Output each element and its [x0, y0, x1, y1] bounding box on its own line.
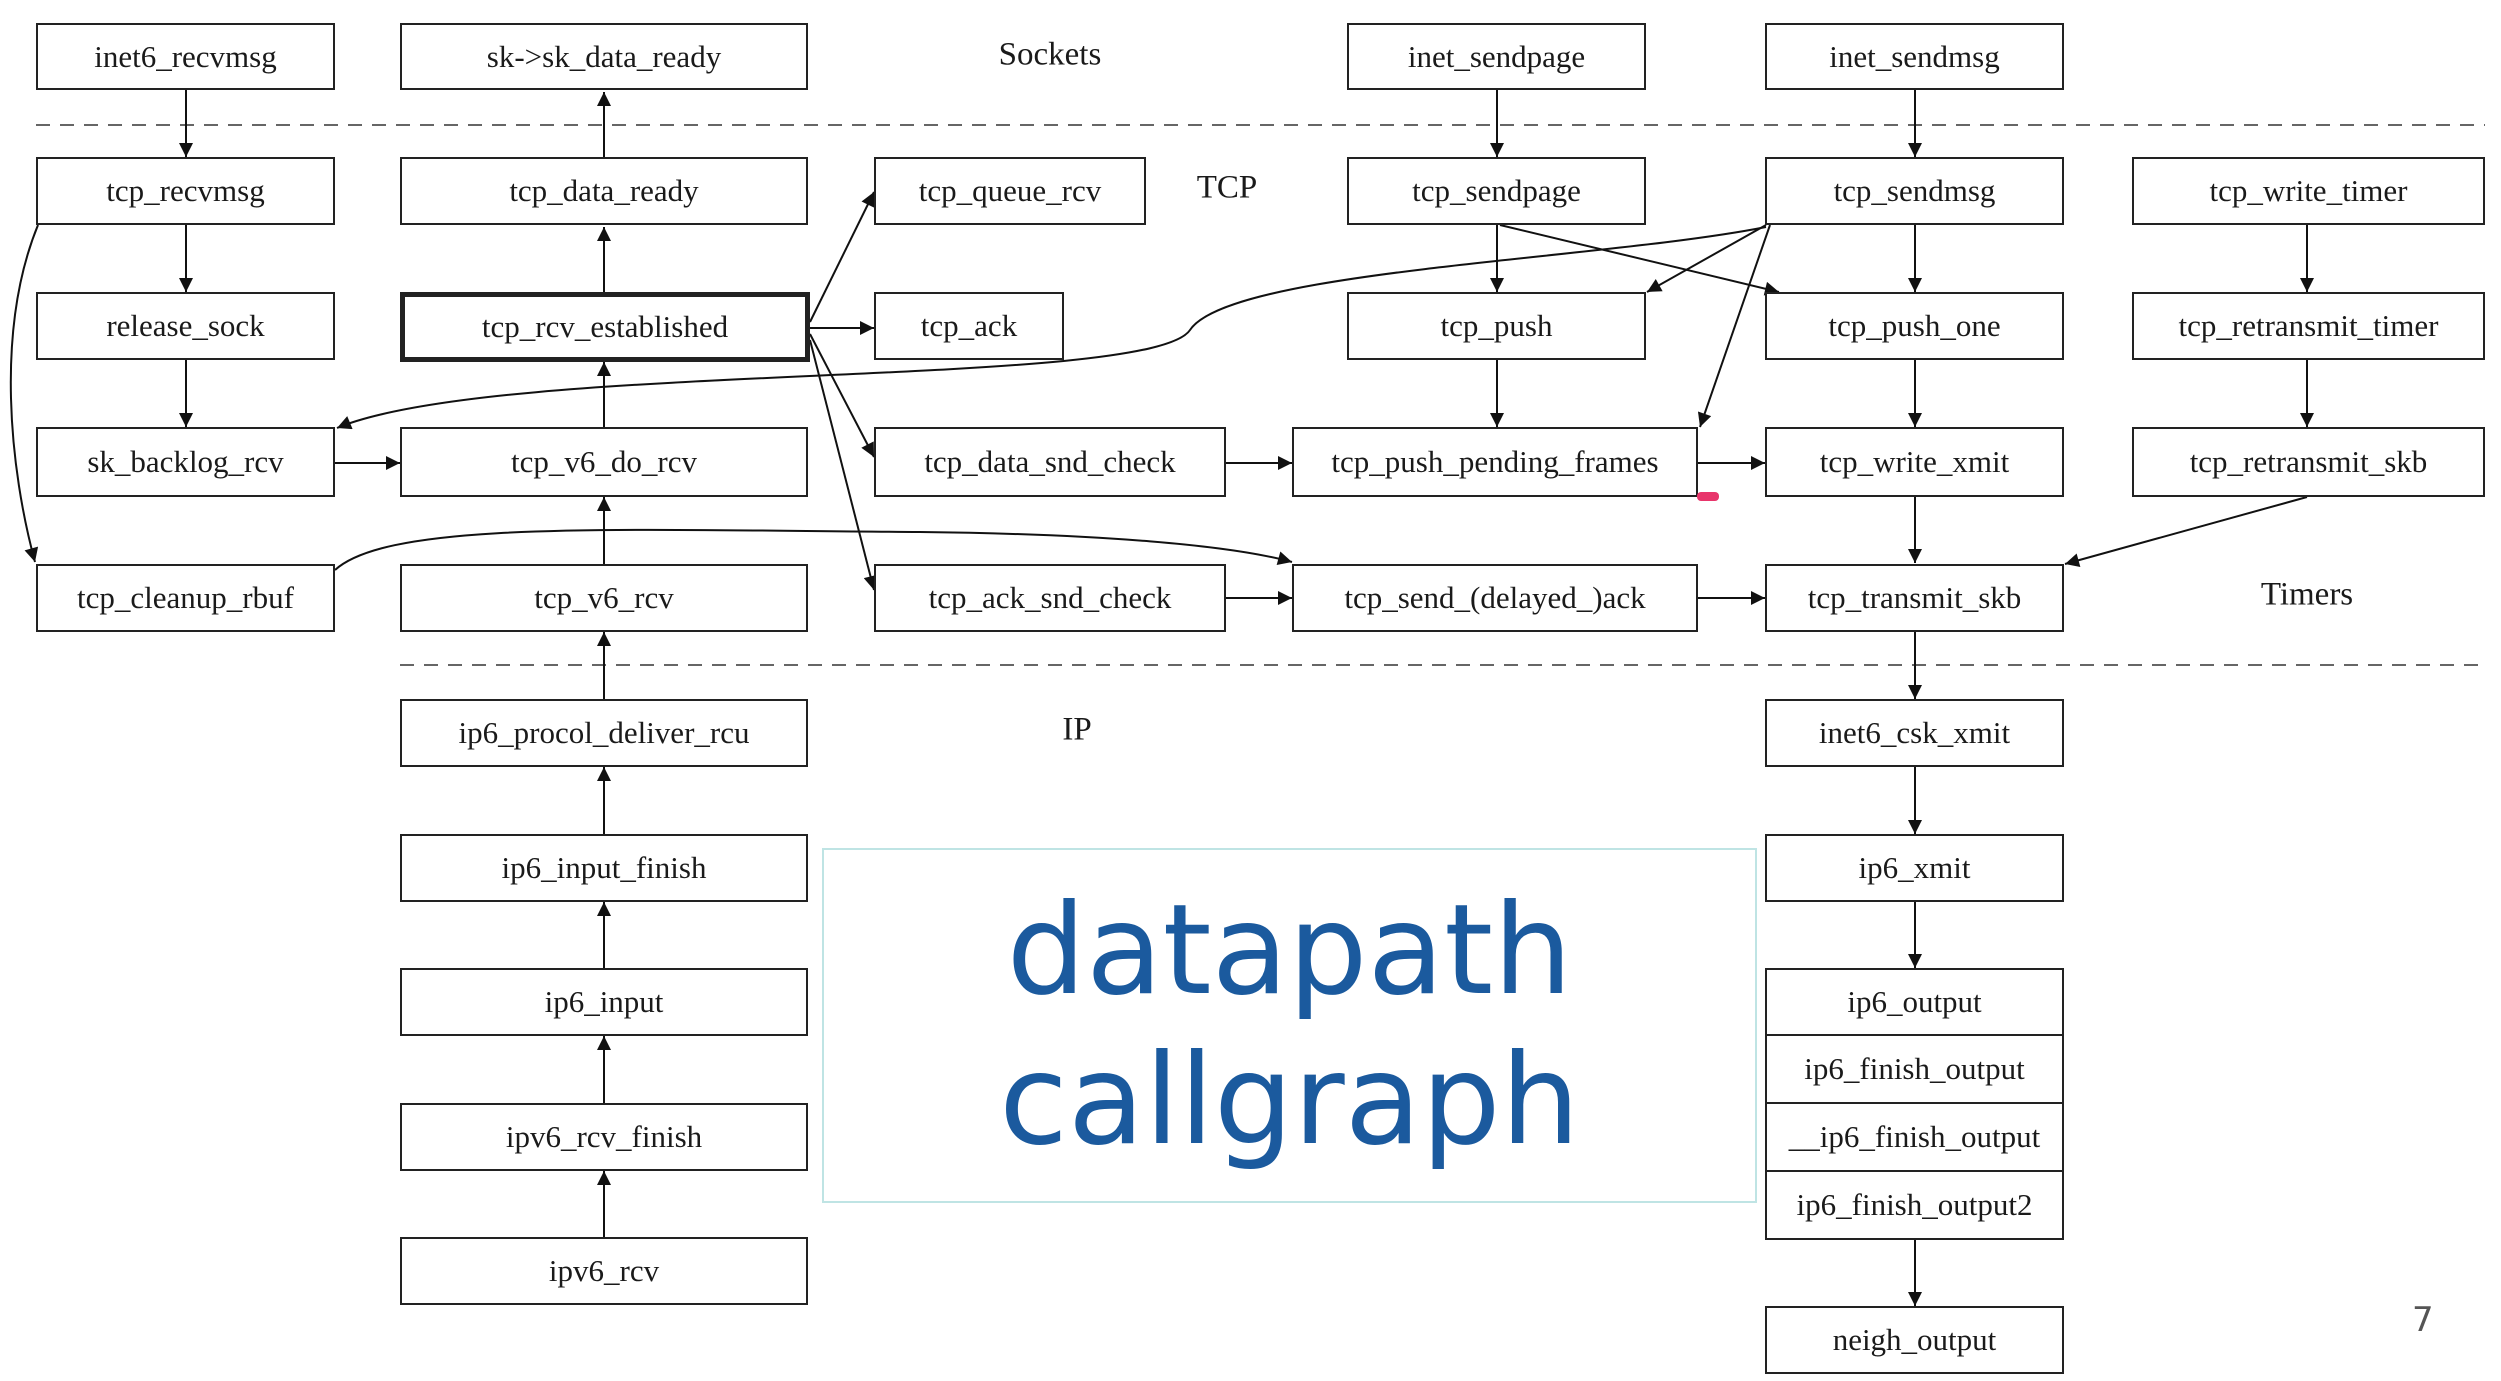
node-release-sock: release_sock — [36, 292, 335, 360]
node-inet6-csk-xmit: inet6_csk_xmit — [1765, 699, 2064, 767]
node-tcp-retransmit-timer: tcp_retransmit_timer — [2132, 292, 2485, 360]
node-tcp-ack-snd-check: tcp_ack_snd_check — [874, 564, 1226, 632]
node-ip6-input: ip6_input — [400, 968, 808, 1036]
node-ip6-finish-output2: ip6_finish_output2 — [1765, 1170, 2064, 1240]
node-tcp-sendmsg: tcp_sendmsg — [1765, 157, 2064, 225]
edge-tcp-retransmit-skb-tcp-transmit-skb — [2064, 496, 2308, 568]
node-sk-data-ready: sk->sk_data_ready — [400, 23, 808, 90]
node-tcp-data-ready: tcp_data_ready — [400, 157, 808, 225]
node-ip6-finish-output: ip6_finish_output — [1765, 1034, 2064, 1104]
node-tcp-push: tcp_push — [1347, 292, 1646, 360]
node-tcp-push-pending-frames: tcp_push_pending_frames — [1292, 427, 1698, 497]
page-number: 7 — [2412, 1300, 2434, 1340]
edge-tcp-sendmsg-tcp-push-pending — [1697, 224, 1771, 428]
node-tcp-transmit-skb: tcp_transmit_skb — [1765, 564, 2064, 632]
title-box: datapath callgraph — [822, 848, 1757, 1203]
node-tcp-write-xmit: tcp_write_xmit — [1765, 427, 2064, 497]
node-tcp-queue-rcv: tcp_queue_rcv — [874, 157, 1146, 225]
node-tcp-push-one: tcp_push_one — [1765, 292, 2064, 360]
section-label-tcp: TCP — [1196, 169, 1258, 206]
node-tcp-v6-rcv: tcp_v6_rcv — [400, 564, 808, 632]
edge-tcp-rcv-established-tcp-queue-rcv — [809, 191, 875, 323]
node-tcp-cleanup-rbuf: tcp_cleanup_rbuf — [36, 564, 335, 632]
node-inet6-recvmsg: inet6_recvmsg — [36, 23, 335, 90]
edge-tcp-rcv-established-tcp-data-snd-check — [809, 333, 875, 458]
edge-tcp-sendmsg-tcp-push — [1646, 224, 1767, 293]
node-tcp-send-delayed-ack: tcp_send_(delayed_)ack — [1292, 564, 1698, 632]
edge-tcp-sendpage-tcp-push-one — [1499, 224, 1780, 296]
node-tcp-ack: tcp_ack — [874, 292, 1064, 360]
node-inet-sendmsg: inet_sendmsg — [1765, 23, 2064, 90]
node-tcp-write-timer: tcp_write_timer — [2132, 157, 2485, 225]
section-label-ip: IP — [1062, 711, 1092, 748]
node-ip6-protocol-deliver-rcu: ip6_procol_deliver_rcu — [400, 699, 808, 767]
title-line-1: datapath — [1006, 877, 1573, 1023]
edge-tcp-rcv-established-tcp-ack-snd-check — [809, 339, 878, 591]
edge-tcp-cleanup-rbuf-tcp-send-ack — [334, 528, 1293, 571]
node-inet-sendpage: inet_sendpage — [1347, 23, 1646, 90]
node-tcp-data-snd-check: tcp_data_snd_check — [874, 427, 1226, 497]
edge-tcp-sendmsg-sk-backlog-rcv — [336, 226, 1767, 430]
node-tcp-retransmit-skb: tcp_retransmit_skb — [2132, 427, 2485, 497]
node-ipv6-rcv: ipv6_rcv — [400, 1237, 808, 1305]
node-sk-backlog-rcv: sk_backlog_rcv — [36, 427, 335, 497]
node-ipv6-rcv-finish: ipv6_rcv_finish — [400, 1103, 808, 1171]
section-label-sockets: Sockets — [998, 36, 1102, 73]
node-tcp-rcv-established: tcp_rcv_established — [400, 292, 810, 362]
node-ip6-xmit: ip6_xmit — [1765, 834, 2064, 902]
section-label-timers: Timers — [2260, 576, 2354, 613]
node-tcp-sendpage: tcp_sendpage — [1347, 157, 1646, 225]
cursor-marker — [1697, 492, 1719, 501]
node-ip6-input-finish: ip6_input_finish — [400, 834, 808, 902]
node-ip6-output: ip6_output — [1765, 968, 2064, 1036]
node-neigh-output: neigh_output — [1765, 1306, 2064, 1374]
node-tcp-v6-do-rcv: tcp_v6_do_rcv — [400, 427, 808, 497]
node-tcp-recvmsg: tcp_recvmsg — [36, 157, 335, 225]
node-__ip6-finish-output: __ip6_finish_output — [1765, 1102, 2064, 1172]
edge-tcp-recvmsg-tcp-cleanup-rbuf — [9, 224, 39, 563]
title-line-2: callgraph — [999, 1027, 1580, 1173]
